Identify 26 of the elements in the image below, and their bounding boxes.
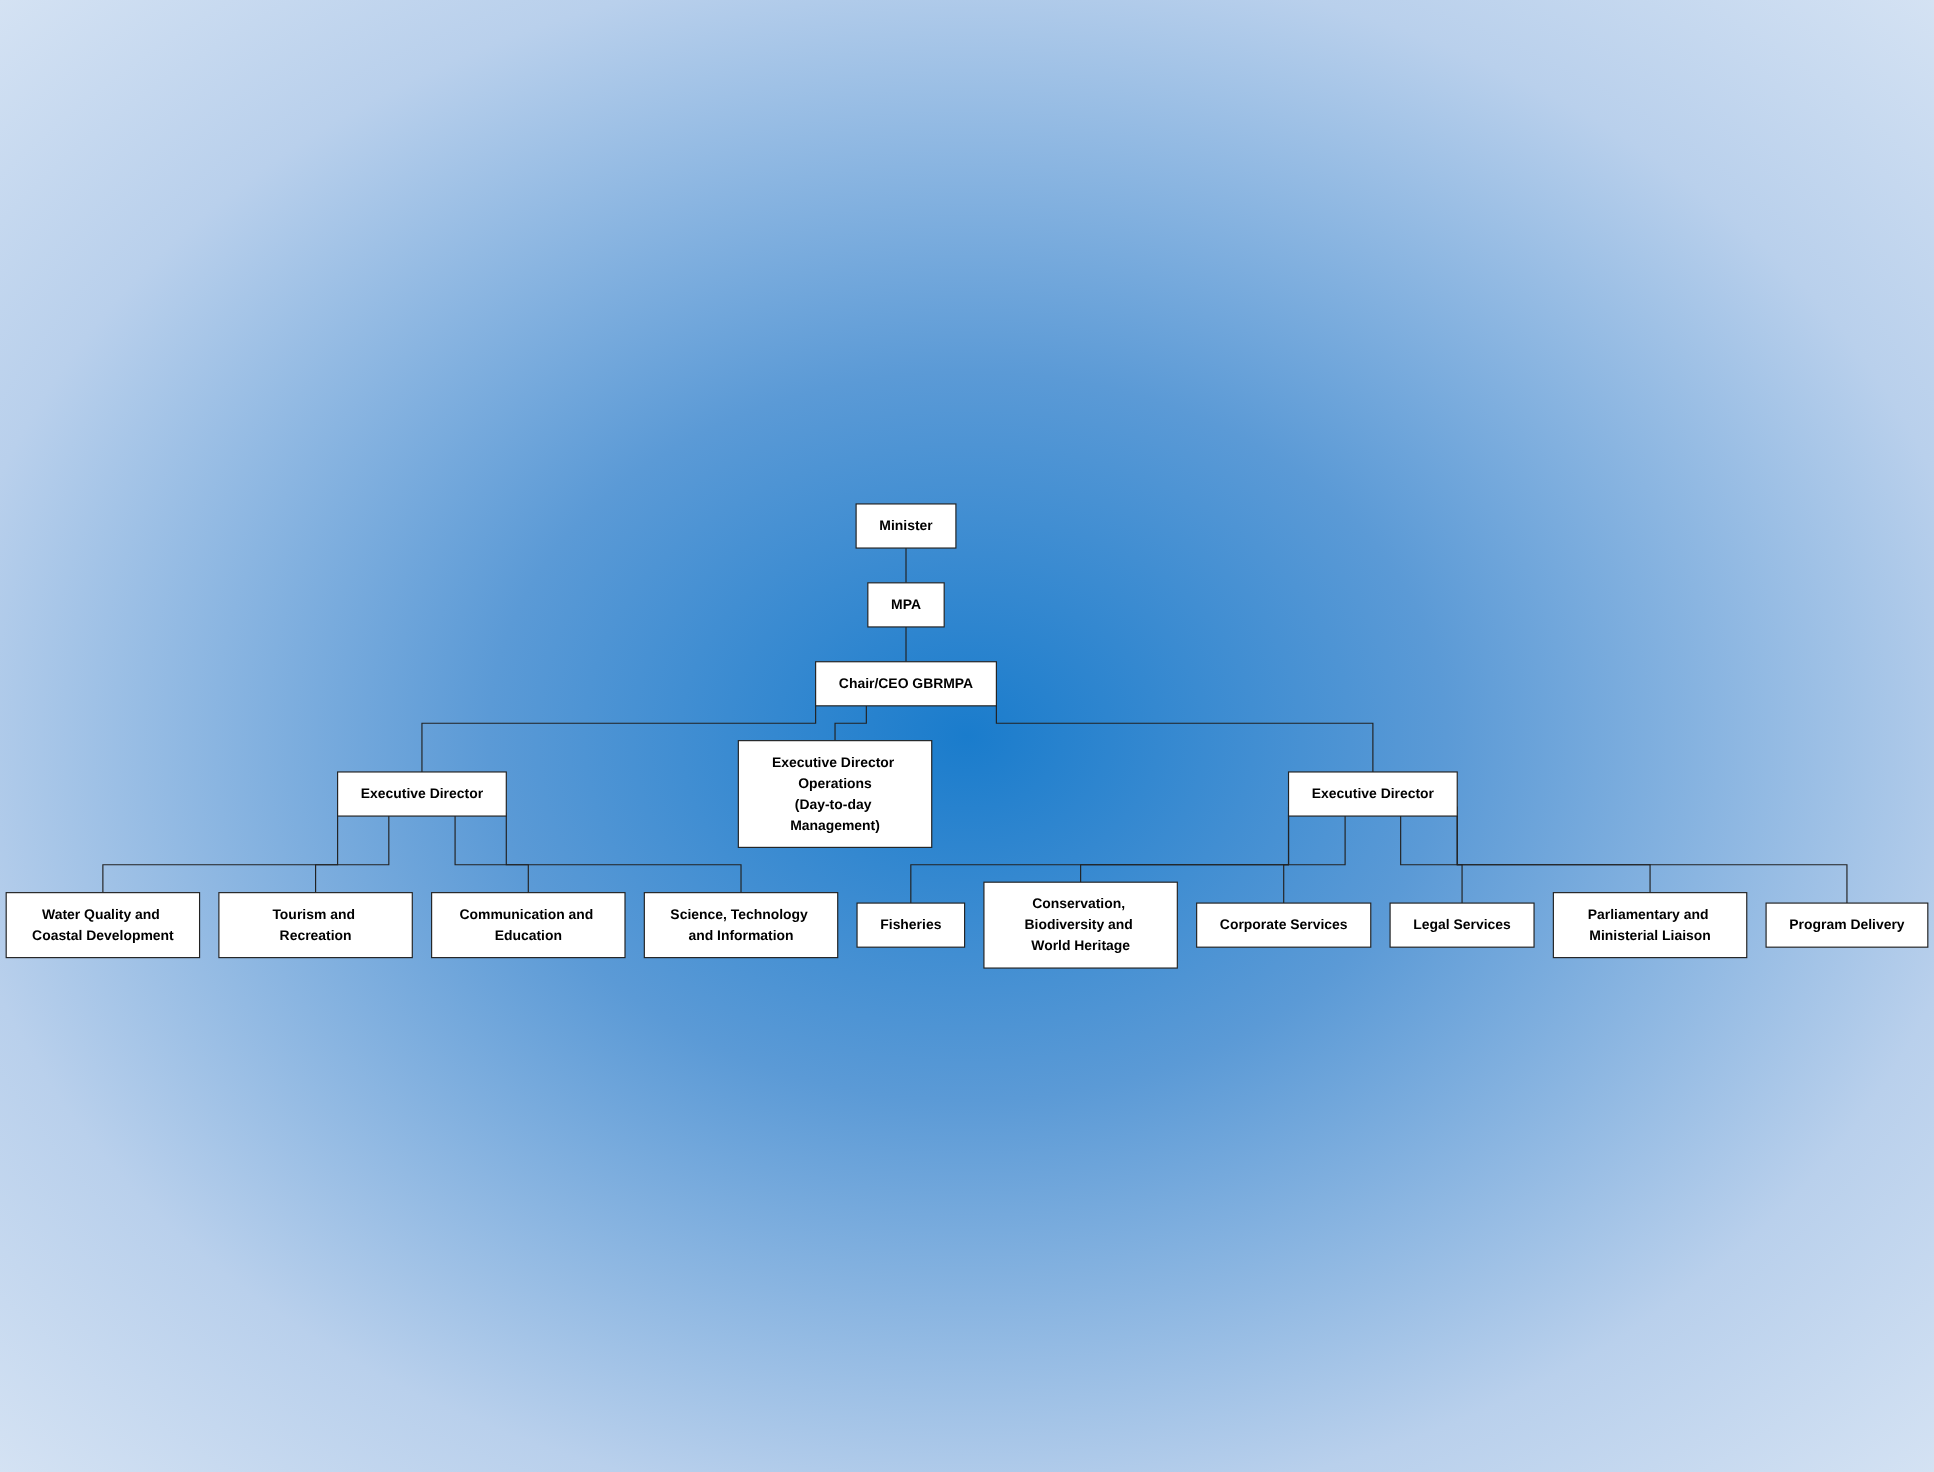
connector: [905, 626, 907, 663]
connector: [454, 815, 529, 894]
node-box: [1765, 902, 1929, 948]
node-box: [1287, 771, 1458, 817]
connector: [102, 812, 339, 894]
node-box: [983, 881, 1178, 969]
node-box: [737, 740, 933, 848]
node-box: [856, 902, 966, 948]
connector: [834, 705, 867, 742]
connector: [1400, 815, 1463, 904]
node-box: [1552, 892, 1748, 959]
node-box: [815, 661, 997, 707]
node-box: [867, 582, 945, 628]
connector: [505, 812, 742, 894]
node-box: [5, 892, 201, 959]
connector: [315, 815, 390, 894]
node-box: [337, 771, 507, 817]
connector: [1283, 815, 1346, 904]
connector: [1080, 813, 1290, 883]
node-box: [1389, 902, 1535, 948]
node-box: [218, 892, 413, 959]
node-box: [855, 503, 957, 549]
node-box: [431, 892, 626, 959]
node-box: [1196, 902, 1372, 948]
node-box: [643, 892, 839, 959]
connector: [905, 547, 907, 584]
